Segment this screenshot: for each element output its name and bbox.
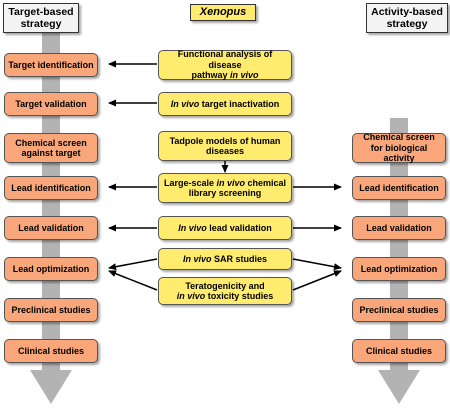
activity-based-strategy-header: Activity-based strategy [366, 3, 448, 33]
center-chemical-library-screening: Large-scale in vivo chemical library scr… [158, 173, 292, 203]
inactivation-text: target inactivation [199, 98, 280, 109]
sar-text: SAR studies [211, 253, 268, 264]
arrow-sar-to-lead-optimization-right [292, 258, 342, 271]
arrow-tox-to-lead-optimization-right [292, 270, 342, 291]
activity-based-header-line2: strategy [386, 18, 428, 30]
right-step-chemical-screen-biological-activity: Chemical screen for biological activity [352, 132, 446, 163]
left-step-target-identification: Target identification [4, 53, 98, 77]
tox-line2-text: toxicity studies [205, 291, 274, 301]
left-step-lead-validation: Lead validation [4, 216, 98, 240]
inactivation-italic: In vivo [170, 98, 200, 109]
left-step-target-validation: Target validation [4, 92, 98, 116]
center-toxicity-studies: Teratogenicity and in vivo toxicity stud… [158, 277, 292, 305]
right-step-lead-validation: Lead validation [352, 216, 446, 240]
right-step-lead-identification: Lead identification [352, 176, 446, 200]
center-target-inactivation: In vivo target inactivation [158, 92, 292, 116]
left-step-clinical-studies: Clinical studies [4, 339, 98, 363]
validation-italic: In vivo [178, 222, 207, 233]
tox-line2-italic: in vivo [176, 291, 206, 301]
functional-line2-italic: in vivo [230, 70, 259, 81]
left-step-chemical-screen-against-target: Chemical screen against target [4, 133, 98, 163]
validation-text: lead validation [206, 222, 272, 233]
right-step-lead-optimization: Lead optimization [352, 257, 446, 281]
target-based-header-line1: Target-based [8, 5, 74, 18]
arrow-tox-to-lead-optimization-left [108, 270, 158, 291]
sar-italic: In vivo [182, 253, 212, 264]
target-based-header-line2: strategy [20, 18, 62, 30]
center-tadpole-models: Tadpole models of human diseases [158, 131, 292, 161]
center-functional-analysis: Functional analysis of disease pathway i… [158, 49, 292, 80]
screening-italic: in vivo [216, 177, 245, 188]
functional-line2: pathway in vivo [191, 70, 258, 80]
tox-line1: Teratogenicity and [185, 280, 265, 291]
activity-based-header-line1: Activity-based [371, 5, 443, 18]
xenopus-header: Xenopus [190, 4, 256, 21]
screening-text-c: chemical library screening [188, 177, 287, 198]
left-step-preclinical-studies: Preclinical studies [4, 298, 98, 322]
center-lead-validation: In vivo lead validation [158, 216, 292, 240]
tox-line2: in vivo toxicity studies [177, 291, 274, 301]
right-step-clinical-studies: Clinical studies [352, 339, 446, 363]
target-based-strategy-header: Target-based strategy [3, 3, 79, 33]
left-step-lead-optimization: Lead optimization [4, 257, 98, 281]
center-sar-studies: In vivo SAR studies [158, 248, 292, 270]
functional-line2-text: pathway [191, 70, 230, 81]
arrow-sar-to-lead-optimization-left [108, 258, 158, 271]
screening-text-a: Large-scale [163, 177, 217, 188]
left-step-lead-identification: Lead identification [4, 176, 98, 200]
functional-line1: Functional analysis of disease [177, 49, 273, 70]
right-step-preclinical-studies: Preclinical studies [352, 298, 446, 322]
